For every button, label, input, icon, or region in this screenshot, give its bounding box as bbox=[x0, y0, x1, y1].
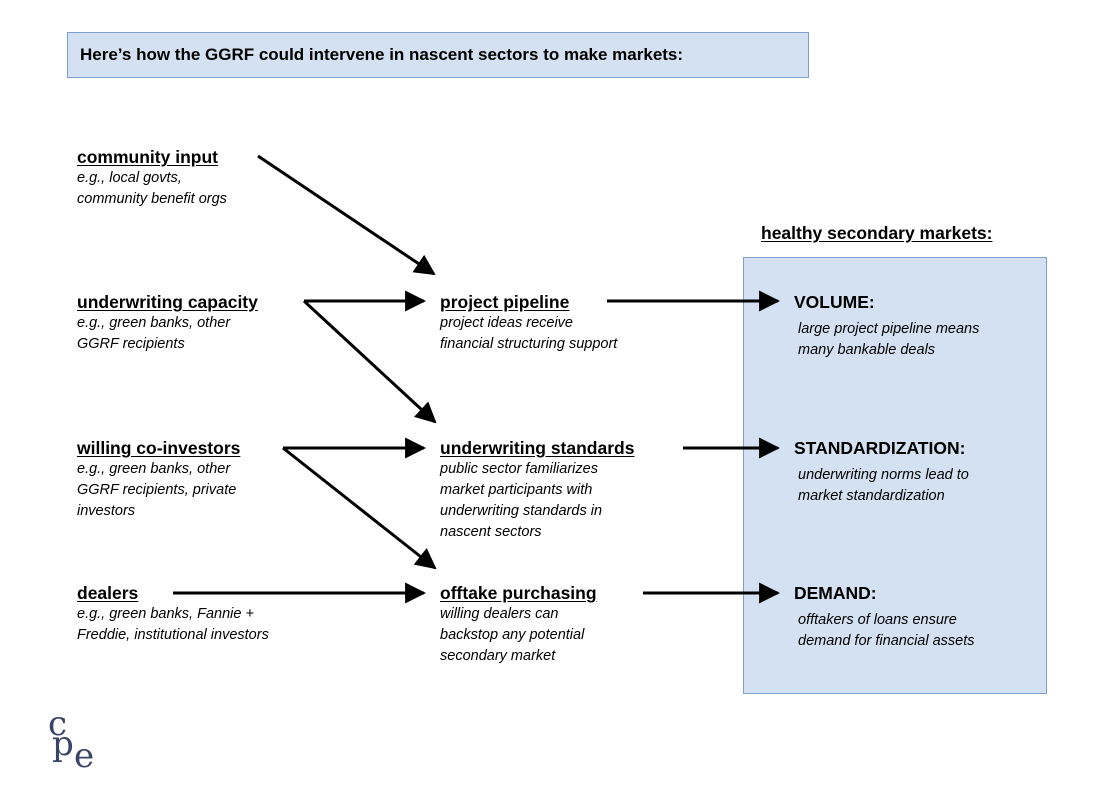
mechanism-offtake-purchasing: offtake purchasing willing dealers can b… bbox=[440, 582, 597, 667]
outcome-volume-label: VOLUME: bbox=[794, 292, 875, 312]
logo-letter-c: c bbox=[48, 704, 68, 744]
outcome-standardization-desc: underwriting norms lead to market standa… bbox=[798, 467, 969, 504]
markets-box bbox=[743, 257, 1047, 694]
mechanism-project-pipeline-desc: project ideas receive financial structur… bbox=[440, 315, 618, 352]
outcome-volume: VOLUME: large project pipeline means man… bbox=[794, 291, 979, 361]
mechanism-offtake-purchasing-label: offtake purchasing bbox=[440, 583, 597, 603]
mechanism-underwriting-standards: underwriting standards public sector fam… bbox=[440, 437, 634, 543]
input-co-investors: willing co-investors e.g., green banks, … bbox=[77, 437, 240, 522]
input-community-label: community input bbox=[77, 147, 218, 167]
arrow-coinvestors-to-offtake bbox=[282, 446, 437, 570]
input-dealers: dealers e.g., green banks, Fannie + Fred… bbox=[77, 582, 269, 646]
input-underwriting-capacity-label: underwriting capacity bbox=[77, 292, 258, 312]
logo-letter-p: p bbox=[52, 724, 74, 764]
input-underwriting-capacity-desc: e.g., green banks, other GGRF recipients bbox=[77, 315, 231, 352]
markets-title: healthy secondary markets: bbox=[761, 223, 993, 243]
outcome-standardization-label: STANDARDIZATION: bbox=[794, 438, 966, 458]
outcome-standardization: STANDARDIZATION: underwriting norms lead… bbox=[794, 437, 969, 507]
outcome-demand-desc: offtakers of loans ensure demand for fin… bbox=[798, 612, 975, 649]
title-banner: Here’s how the GGRF could intervene in n… bbox=[67, 32, 809, 78]
input-community: community input e.g., local govts, commu… bbox=[77, 146, 227, 210]
input-dealers-label: dealers bbox=[77, 583, 139, 603]
outcome-volume-desc: large project pipeline means many bankab… bbox=[798, 321, 980, 358]
mechanism-underwriting-standards-label: underwriting standards bbox=[440, 438, 635, 458]
input-co-investors-desc: e.g., green banks, other GGRF recipients… bbox=[77, 461, 237, 519]
input-co-investors-label: willing co-investors bbox=[77, 438, 241, 458]
cpe-logo: c p e bbox=[44, 704, 104, 776]
logo-letter-e: e bbox=[74, 736, 95, 776]
input-dealers-desc: e.g., green banks, Fannie + Freddie, ins… bbox=[77, 606, 269, 643]
mechanism-offtake-purchasing-desc: willing dealers can backstop any potenti… bbox=[440, 606, 585, 664]
page-title: Here’s how the GGRF could intervene in n… bbox=[80, 45, 684, 64]
mechanism-project-pipeline-label: project pipeline bbox=[440, 292, 570, 312]
input-underwriting-capacity: underwriting capacity e.g., green banks,… bbox=[77, 291, 258, 355]
mechanism-project-pipeline: project pipeline project ideas receive f… bbox=[440, 291, 617, 355]
outcome-demand-label: DEMAND: bbox=[794, 583, 877, 603]
arrow-capacity-to-standards bbox=[302, 299, 437, 424]
input-community-desc: e.g., local govts, community benefit org… bbox=[77, 170, 227, 207]
mechanism-underwriting-standards-desc: public sector familiarizes market partic… bbox=[440, 461, 603, 540]
outcome-demand: DEMAND: offtakers of loans ensure demand… bbox=[794, 582, 975, 652]
arrow-community-to-pipeline bbox=[257, 154, 436, 276]
